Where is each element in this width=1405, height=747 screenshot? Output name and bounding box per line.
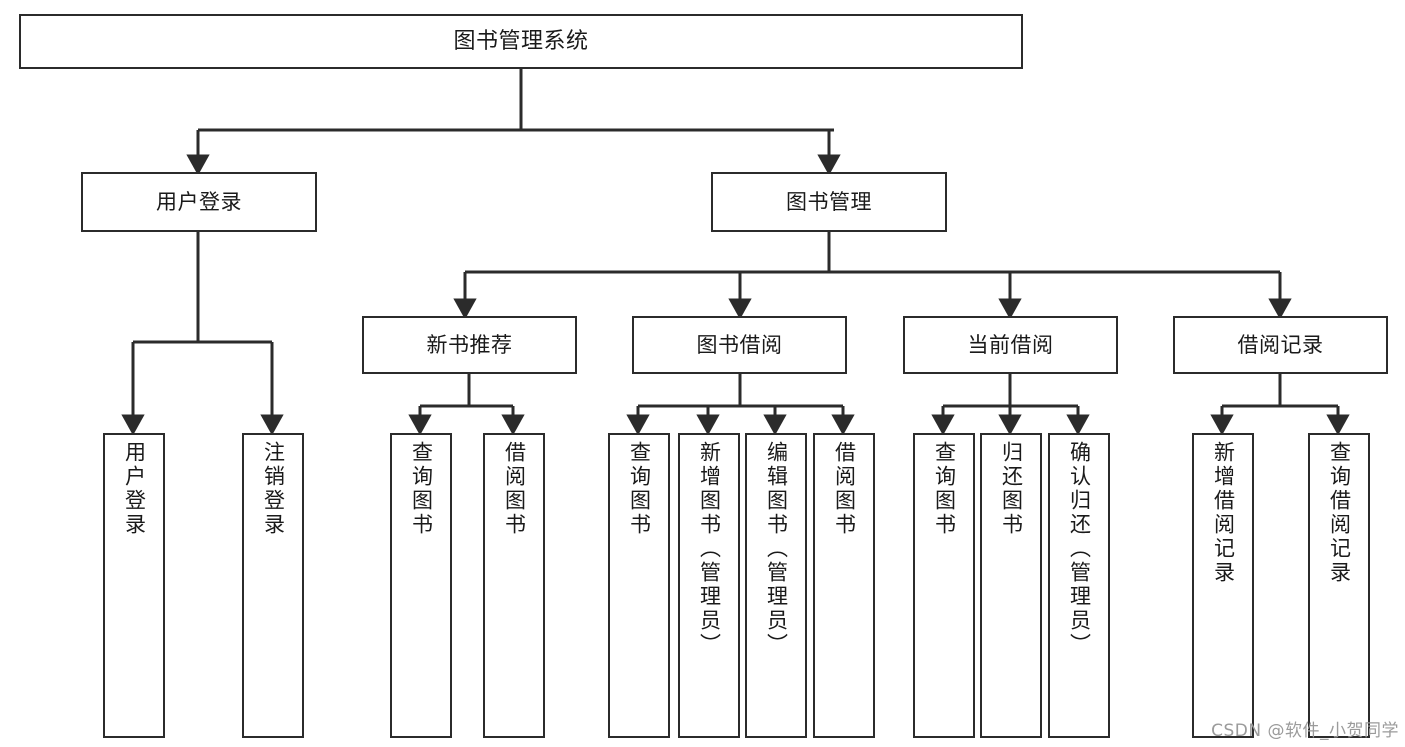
node-book-manage[interactable]: 图书管理 <box>711 172 947 232</box>
node-leaf-borrow-book-1-label: 借阅图书 <box>502 441 527 537</box>
node-leaf-return-book[interactable]: 归还图书 <box>980 433 1042 738</box>
node-leaf-query-book-1-label: 查询图书 <box>409 441 434 537</box>
node-leaf-user-login[interactable]: 用户登录 <box>103 433 165 738</box>
node-leaf-logout[interactable]: 注销登录 <box>242 433 304 738</box>
node-leaf-return-book-label: 归还图书 <box>999 441 1024 537</box>
node-leaf-query-book-1[interactable]: 查询图书 <box>390 433 452 738</box>
node-leaf-confirm-return[interactable]: 确认归还（管理员） <box>1048 433 1110 738</box>
node-leaf-add-book[interactable]: 新增图书（管理员） <box>678 433 740 738</box>
node-leaf-borrow-book-2-label: 借阅图书 <box>832 441 857 537</box>
node-leaf-confirm-return-label: 确认归还（管理员） <box>1067 441 1092 657</box>
node-leaf-edit-book[interactable]: 编辑图书（管理员） <box>745 433 807 738</box>
node-user-login[interactable]: 用户登录 <box>81 172 317 232</box>
node-current-borrow-label: 当前借阅 <box>967 332 1054 357</box>
node-leaf-edit-book-label: 编辑图书（管理员） <box>764 441 789 657</box>
node-root[interactable]: 图书管理系统 <box>19 14 1023 69</box>
node-current-borrow[interactable]: 当前借阅 <box>903 316 1118 374</box>
node-leaf-add-record[interactable]: 新增借阅记录 <box>1192 433 1254 738</box>
node-new-book-rec[interactable]: 新书推荐 <box>362 316 577 374</box>
node-borrow-record-label: 借阅记录 <box>1237 332 1324 357</box>
node-leaf-add-book-label: 新增图书（管理员） <box>697 441 722 657</box>
node-book-borrow-label: 图书借阅 <box>696 332 783 357</box>
node-borrow-record[interactable]: 借阅记录 <box>1173 316 1388 374</box>
node-leaf-query-record-label: 查询借阅记录 <box>1327 441 1352 585</box>
node-leaf-borrow-book-1[interactable]: 借阅图书 <box>483 433 545 738</box>
node-leaf-query-book-3[interactable]: 查询图书 <box>913 433 975 738</box>
node-leaf-query-book-3-label: 查询图书 <box>932 441 957 537</box>
node-user-login-label: 用户登录 <box>156 189 242 214</box>
node-leaf-query-record[interactable]: 查询借阅记录 <box>1308 433 1370 738</box>
node-leaf-logout-label: 注销登录 <box>261 441 286 537</box>
node-leaf-query-book-2-label: 查询图书 <box>627 441 652 537</box>
node-leaf-borrow-book-2[interactable]: 借阅图书 <box>813 433 875 738</box>
node-leaf-user-login-label: 用户登录 <box>122 441 147 537</box>
node-leaf-query-book-2[interactable]: 查询图书 <box>608 433 670 738</box>
node-leaf-add-record-label: 新增借阅记录 <box>1211 441 1236 585</box>
node-new-book-rec-label: 新书推荐 <box>426 332 513 357</box>
node-root-label: 图书管理系统 <box>453 28 589 54</box>
watermark: CSDN @软件_小贺同学 <box>1211 721 1399 741</box>
node-book-borrow[interactable]: 图书借阅 <box>632 316 847 374</box>
node-book-manage-label: 图书管理 <box>786 189 872 214</box>
